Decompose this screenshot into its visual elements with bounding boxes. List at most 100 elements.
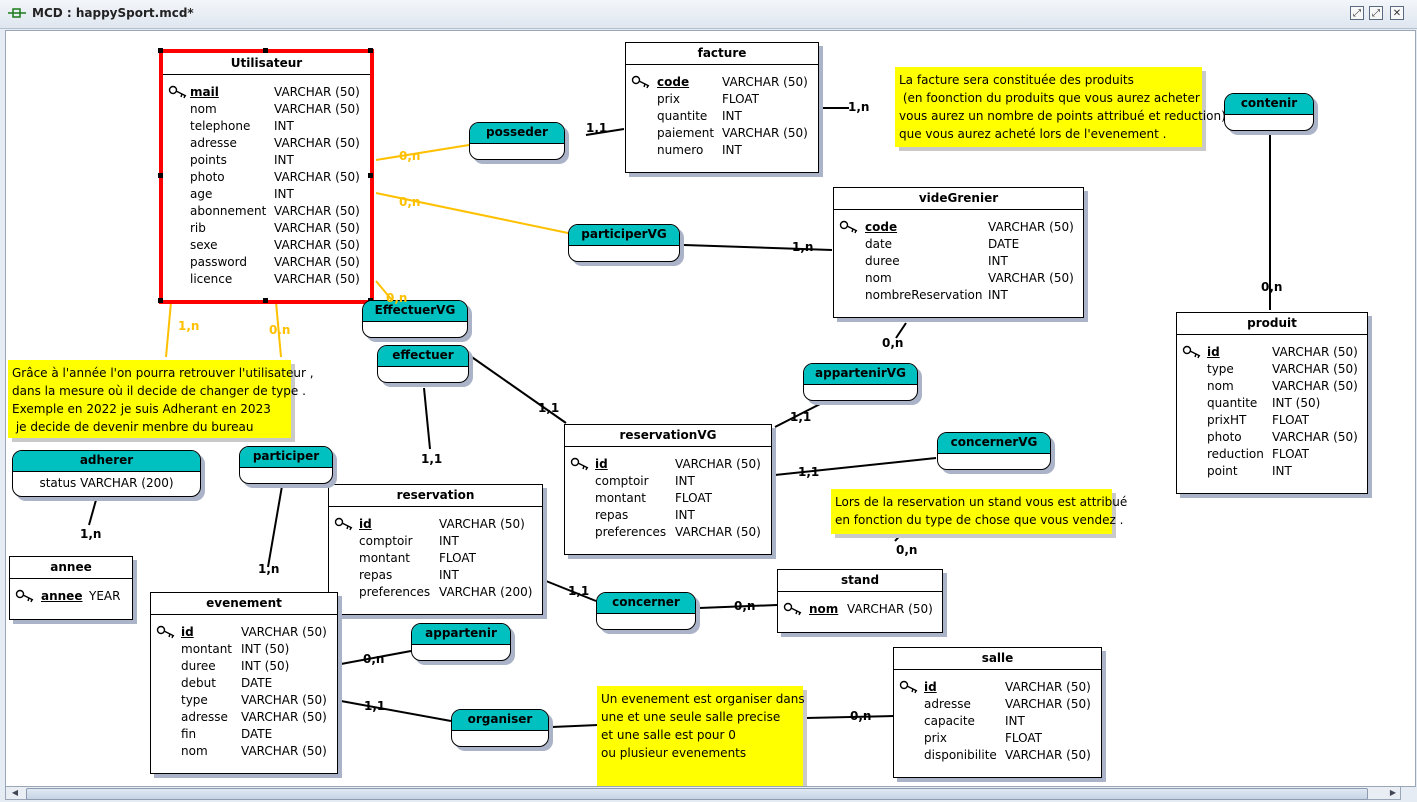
assoc-effectuervg[interactable]: EffectuerVG bbox=[362, 300, 468, 338]
assoc-concerner[interactable]: concerner bbox=[596, 592, 696, 630]
assoc-participer[interactable]: participer bbox=[239, 446, 333, 484]
entity-title: evenement bbox=[151, 593, 337, 615]
assoc-title: adherer bbox=[13, 451, 200, 472]
resize-handle[interactable] bbox=[368, 48, 373, 53]
link-evenement-appartenir bbox=[340, 650, 412, 665]
attr-name: duree bbox=[181, 659, 216, 673]
assoc-title: appartenir bbox=[412, 624, 510, 645]
resize-handle[interactable] bbox=[368, 173, 373, 178]
attr-name: code bbox=[657, 75, 690, 89]
assoc-appartenirvg[interactable]: appartenirVG bbox=[803, 363, 918, 401]
attr-type: VARCHAR (50) bbox=[274, 102, 360, 116]
attr-type: VARCHAR (50) bbox=[675, 525, 761, 539]
attr-name: montant bbox=[181, 642, 233, 656]
assoc-title: concernerVG bbox=[938, 433, 1050, 454]
note-line: Un evenement est organiser dans bbox=[601, 692, 805, 706]
key-icon bbox=[168, 85, 187, 99]
assoc-posseder[interactable]: posseder bbox=[469, 122, 565, 160]
note-line: (en foonction du produits que vous aurez… bbox=[899, 91, 1200, 105]
entity-title: facture bbox=[626, 43, 818, 65]
maximize-button[interactable]: ⤢ bbox=[1369, 6, 1383, 20]
close-button[interactable]: ✕ bbox=[1390, 6, 1404, 20]
attr-type: VARCHAR (50) bbox=[988, 220, 1074, 234]
assoc-contenir[interactable]: contenir bbox=[1224, 93, 1314, 131]
attr-type: VARCHAR (50) bbox=[274, 204, 360, 218]
attr-type: INT bbox=[439, 568, 459, 582]
attr-name: reduction bbox=[1207, 447, 1264, 461]
assoc-concernervg[interactable]: concernerVG bbox=[937, 432, 1051, 470]
resize-handle[interactable] bbox=[158, 173, 163, 178]
cardinality-label: 0,n bbox=[896, 543, 918, 557]
link-adherer-annee bbox=[88, 499, 97, 526]
scroll-right-icon[interactable]: ▶ bbox=[1389, 788, 1397, 797]
attr-name: nombreReservation bbox=[865, 288, 983, 302]
attr-type: DATE bbox=[988, 237, 1020, 251]
assoc-adherer[interactable]: adherer status VARCHAR (200) bbox=[12, 450, 201, 497]
attr-type: VARCHAR (50) bbox=[274, 136, 360, 150]
cardinality-label: 1,1 bbox=[538, 401, 560, 415]
attr-type: INT (50) bbox=[1272, 396, 1321, 410]
attr-type: INT bbox=[1272, 464, 1292, 478]
resize-handle[interactable] bbox=[263, 48, 268, 53]
note-line: que vous aurez acheté lors de l'evenemen… bbox=[899, 127, 1167, 141]
note-stand[interactable]: Lors de la reservation un stand vous est… bbox=[831, 489, 1127, 534]
note-line: dans la mesure où il decide de changer d… bbox=[12, 384, 306, 398]
resize-handle[interactable] bbox=[263, 298, 268, 303]
attr-name: duree bbox=[865, 254, 900, 268]
attr-type: INT bbox=[988, 254, 1008, 268]
horizontal-scrollbar[interactable]: ◀ ▶ bbox=[5, 786, 1401, 800]
attr-name: adresse bbox=[181, 710, 228, 724]
attr-name: nom bbox=[190, 102, 217, 116]
attr-type: VARCHAR (50) bbox=[274, 221, 360, 235]
cardinality-label: 1,1 bbox=[421, 452, 443, 466]
entity-title: reservationVG bbox=[565, 425, 771, 447]
assoc-title: effectuer bbox=[378, 346, 468, 367]
assoc-title: contenir bbox=[1225, 94, 1313, 115]
key-icon bbox=[899, 680, 918, 694]
restore-button[interactable]: ⤢ bbox=[1350, 6, 1364, 20]
assoc-appartenir[interactable]: appartenir bbox=[411, 623, 511, 661]
scrollbar-thumb[interactable] bbox=[26, 788, 1368, 800]
note-salle[interactable]: Un evenement est organiser dans une et u… bbox=[597, 686, 805, 786]
assoc-effectuer[interactable]: effectuer bbox=[377, 345, 469, 383]
note-facture[interactable]: La facture sera constituée des produits … bbox=[895, 67, 1226, 147]
attr-name: prix bbox=[924, 731, 947, 745]
cardinality-label: 0,n bbox=[1261, 280, 1283, 294]
entity-title: produit bbox=[1177, 313, 1367, 335]
attr-type: VARCHAR (50) bbox=[241, 710, 327, 724]
note-annee[interactable]: Grâce à l'année l'on pourra retrouver l'… bbox=[8, 360, 314, 438]
attr-name: comptoir bbox=[359, 534, 413, 548]
resize-handle[interactable] bbox=[158, 48, 163, 53]
attr-name: preferences bbox=[359, 585, 431, 599]
window-title: MCD : happySport.mcd* bbox=[32, 6, 194, 20]
key-icon bbox=[839, 220, 858, 234]
attr-type: INT bbox=[988, 288, 1008, 302]
scroll-left-icon[interactable]: ◀ bbox=[11, 788, 19, 797]
link-videGrenier-appartenirVG bbox=[895, 322, 907, 339]
link-effectuer-reservation bbox=[423, 387, 431, 450]
attr-type: YEAR bbox=[89, 589, 121, 603]
assoc-participervg[interactable]: participerVG bbox=[568, 224, 680, 262]
link-utilisateur-adherer bbox=[165, 301, 172, 358]
attr-name: type bbox=[181, 693, 208, 707]
attr-type: INT bbox=[1005, 714, 1025, 728]
assoc-organiser[interactable]: organiser bbox=[451, 709, 549, 747]
resize-handle[interactable] bbox=[158, 298, 163, 303]
attr-name: age bbox=[190, 187, 213, 201]
